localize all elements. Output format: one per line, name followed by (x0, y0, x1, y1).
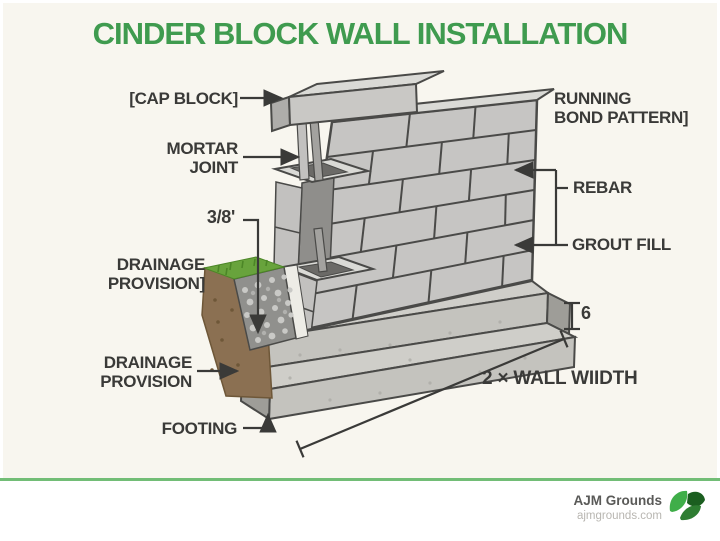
running-bond-label: RUNNING BOND PATTERN] (554, 89, 689, 127)
concrete-speckles (288, 320, 527, 402)
drainage-provision-upper-label: DRAINAGE PROVISION] (107, 255, 205, 293)
page-title: CINDER BLOCK WALL INSTALLATION (92, 16, 629, 51)
gap-size-label: 3/8' (206, 207, 235, 227)
rebar-rod-lower (313, 227, 328, 273)
dimension-lines (295, 301, 580, 458)
gap-size-leader (243, 218, 267, 335)
footer-brand: AJM Grounds ajmgrounds.com (573, 493, 662, 522)
footing-height-label: 6 (581, 303, 591, 323)
grass-strip (202, 256, 286, 280)
horizontal-joints (306, 129, 537, 296)
brand-website: ajmgrounds.com (576, 510, 662, 522)
footing-arrow (243, 412, 277, 433)
drainage-provision-lower-label: DRAINAGE PROVISION (100, 353, 192, 391)
grout-fill-label: GROUT FILL (572, 235, 671, 254)
brand-name: AJM Grounds (573, 493, 662, 508)
footing-width-label: 2 × WALL WIIDTH (482, 368, 638, 389)
leader-arrows (197, 89, 568, 433)
leaf-logo (669, 490, 705, 521)
vertical-joints (351, 106, 510, 320)
mortar-joint-label: MORTAR JOINT (166, 139, 238, 177)
rebar-label: REBAR (573, 178, 632, 197)
cap-block-label: [CAP BLOCK] (129, 89, 238, 108)
footing-label: FOOTING (161, 419, 238, 438)
footing-width-dim (299, 337, 565, 451)
footer-divider (0, 478, 720, 481)
